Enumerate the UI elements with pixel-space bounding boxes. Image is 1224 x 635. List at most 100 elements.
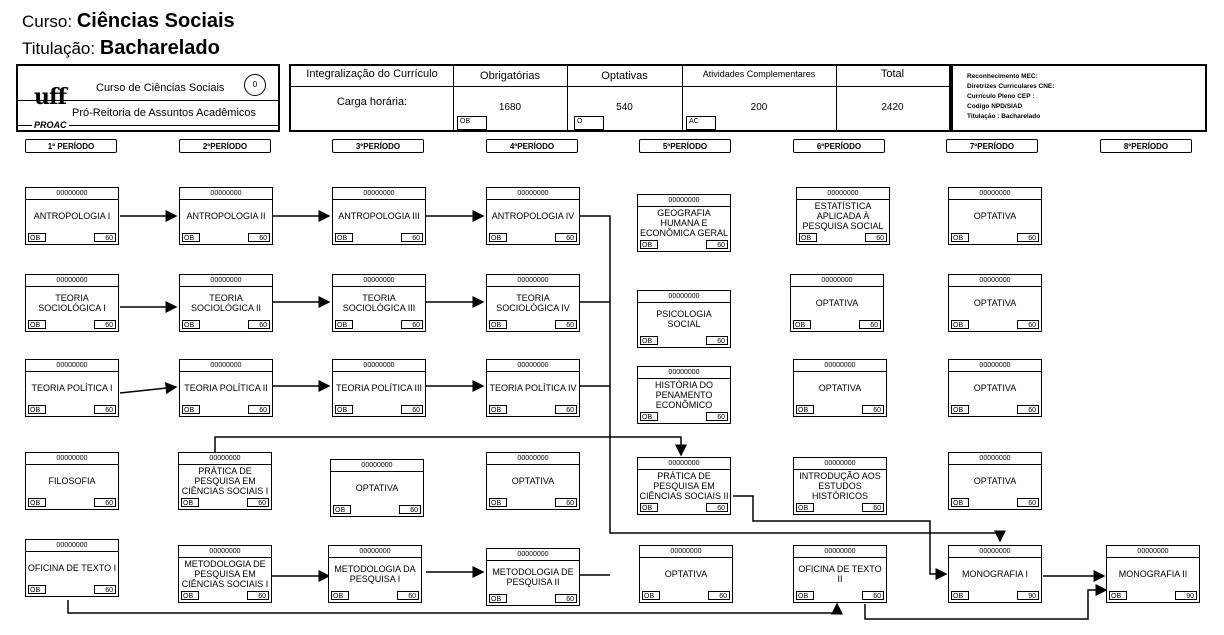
degree-title: Titulação: Bacharelado	[22, 37, 220, 59]
course-code: 00000000	[638, 291, 730, 303]
course-hours: 60	[1017, 320, 1039, 329]
course-type: OB	[28, 585, 46, 594]
course-hours: 60	[555, 405, 577, 414]
course-name: OPTATIVA	[973, 211, 1017, 221]
course-code: 00000000	[487, 360, 579, 372]
course-name: METODOLOGIA DA PESQUISA I	[334, 564, 416, 584]
course-code: 00000000	[333, 275, 425, 287]
course-type: OB	[1109, 591, 1127, 600]
course-type: OB	[796, 591, 814, 600]
course-hours: 60	[94, 320, 116, 329]
period-2: 2ºPERÍODO	[179, 139, 271, 153]
integration-box: Integralização do Currículo Carga horári…	[289, 64, 951, 132]
value-total: 2420	[881, 102, 904, 113]
course-code: 00000000	[949, 546, 1041, 558]
period-6: 6ºPERÍODO	[793, 139, 885, 153]
integration-title: Integralização do Currículo	[306, 68, 438, 80]
course-hours: 60	[397, 591, 419, 600]
course-hours: 60	[708, 591, 730, 600]
course-type: OB	[640, 240, 658, 249]
course-name: METODOLOGIA DE PESQUISA II	[492, 567, 574, 587]
course-hours: 90	[1017, 591, 1039, 600]
course-type: OB	[793, 320, 811, 329]
course-type: OB	[489, 405, 507, 414]
course-name: OPTATIVA	[355, 483, 399, 493]
course-name: ANTROPOLOGIA II	[186, 211, 266, 221]
dept-name: Pró-Reitoria de Assuntos Acadêmicos	[72, 107, 257, 119]
course-code: 00000000	[329, 546, 421, 558]
course-name: PRÁTICA DE PESQUISA EM CIÊNCIAS SOCIAIS …	[181, 466, 269, 496]
course-code: 00000000	[797, 188, 889, 200]
course-name: MONOGRAFIA II	[1118, 569, 1188, 579]
course-name: ESTATÍSTICA APLICADA À PESQUISA SOCIAL	[802, 201, 884, 231]
course-hours: 60	[399, 505, 421, 514]
course-code: 00000000	[26, 360, 118, 372]
course-name: TEORIA POLÍTICA I	[31, 383, 113, 393]
course-hours: 60	[555, 320, 577, 329]
course-code: 00000000	[487, 453, 579, 465]
course-name: OPTATIVA	[973, 476, 1017, 486]
course-hours: 60	[555, 233, 577, 242]
course-code: 00000000	[794, 458, 886, 470]
course-type: OB	[951, 233, 969, 242]
course-name: TEORIA SOCIOLÓGICA I	[38, 293, 106, 313]
course-code: 00000000	[180, 275, 272, 287]
period-7: 7ºPERÍODO	[946, 139, 1038, 153]
course-code: 00000000	[794, 360, 886, 372]
course-type: OB	[951, 591, 969, 600]
course-name: PSICOLOGIA SOCIAL	[656, 309, 712, 329]
info-line: Diretrizes Curriculares CNE:	[967, 83, 1055, 90]
course-hours: 60	[859, 320, 881, 329]
course-name: HISTÓRIA DO PENAMENTO ECONÔMICO	[654, 380, 713, 410]
col-atividades: Atividades Complementares	[702, 69, 816, 79]
course-code: 00000000	[949, 275, 1041, 287]
course-type: OB	[489, 233, 507, 242]
value-atividades: 200	[750, 102, 768, 113]
course-type: OB	[333, 505, 351, 514]
course-hours: 60	[248, 320, 270, 329]
course-hours: 60	[1017, 405, 1039, 414]
course-code: 00000000	[640, 546, 732, 558]
course-name: OPTATIVA	[815, 298, 859, 308]
course-code: 00000000	[179, 546, 271, 558]
value-obrigatorias: 1680	[498, 102, 522, 113]
course-hours: 60	[862, 591, 884, 600]
